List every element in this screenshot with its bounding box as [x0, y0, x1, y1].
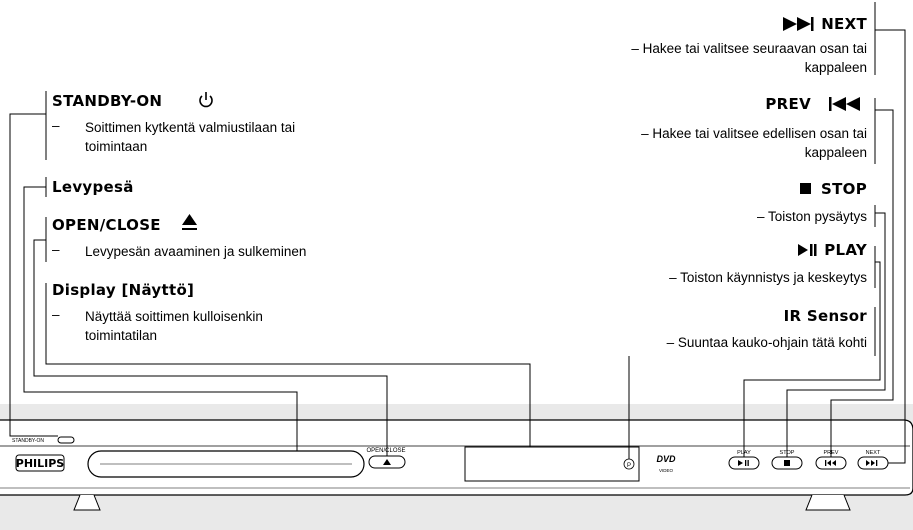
next-icon — [866, 460, 878, 466]
eject-title-icon — [182, 214, 197, 230]
stop-icon — [784, 460, 790, 466]
open-close-desc: Levypesän avaaminen ja sulkeminen — [85, 244, 307, 259]
stop-title-icon — [800, 183, 811, 194]
standby-desc-line2: toimintaan — [85, 139, 148, 154]
ir-sensor-title: IR Sensor — [783, 307, 867, 325]
standby-label: STANDBY-ON — [12, 438, 44, 444]
display-desc-line1: Näyttää soittimen kulloisenkin — [85, 309, 263, 324]
display-title: Display [Näyttö] — [52, 281, 195, 299]
next-title: NEXT — [821, 15, 867, 33]
power-icon — [199, 92, 213, 108]
ir-sensor-desc: – Suuntaa kauko-ohjain tätä kohti — [666, 335, 867, 350]
leader-lines — [9, 2, 906, 464]
prev-title-icon — [829, 97, 860, 111]
brand-text: PHILIPS — [16, 457, 65, 470]
stop-title: STOP — [821, 180, 867, 198]
play-button[interactable] — [728, 456, 760, 470]
open-close-title: OPEN/CLOSE — [52, 216, 161, 234]
play-title-icon — [798, 244, 817, 256]
tray-title: Levypesä — [52, 178, 134, 196]
standby-dash: – — [52, 118, 60, 133]
next-label: NEXT — [866, 450, 881, 456]
prev-desc-line2: kappaleen — [804, 145, 867, 160]
display-window — [464, 446, 640, 482]
stop-desc: – Toiston pysäytys — [756, 209, 867, 224]
play-title: PLAY — [824, 241, 867, 259]
standby-title: STANDBY-ON — [52, 92, 163, 110]
eject-icon — [383, 459, 391, 465]
standby-button[interactable] — [57, 436, 75, 444]
prev-desc-line1: – Hakee tai valitsee edellisen osan tai — [641, 126, 867, 141]
display-dash: – — [52, 307, 60, 322]
next-title-icon — [783, 17, 814, 31]
next-desc-line1: – Hakee tai valitsee seuraavan osan tai — [631, 41, 867, 56]
dvd-player: STANDBY-ON PHILIPS OPEN/CLOSE P DVD VIDE… — [0, 419, 913, 511]
dvd-logo: DVD — [656, 454, 676, 464]
next-desc-line2: kappaleen — [804, 60, 867, 75]
play-pause-icon — [738, 460, 749, 466]
standby-desc-line1: Soittimen kytkentä valmiustilaan tai — [85, 120, 296, 135]
open-close-dash: – — [52, 242, 60, 257]
prev-icon — [825, 460, 836, 466]
prev-title: PREV — [765, 95, 811, 113]
play-desc: – Toiston käynnistys ja keskeytys — [669, 270, 867, 285]
display-desc-line2: toimintatilan — [85, 328, 158, 343]
philips-logo — [15, 454, 65, 472]
dvd-video-text: VIDEO — [659, 468, 674, 473]
open-close-label: OPEN/CLOSE — [366, 448, 405, 454]
svg-text:P: P — [627, 463, 631, 469]
